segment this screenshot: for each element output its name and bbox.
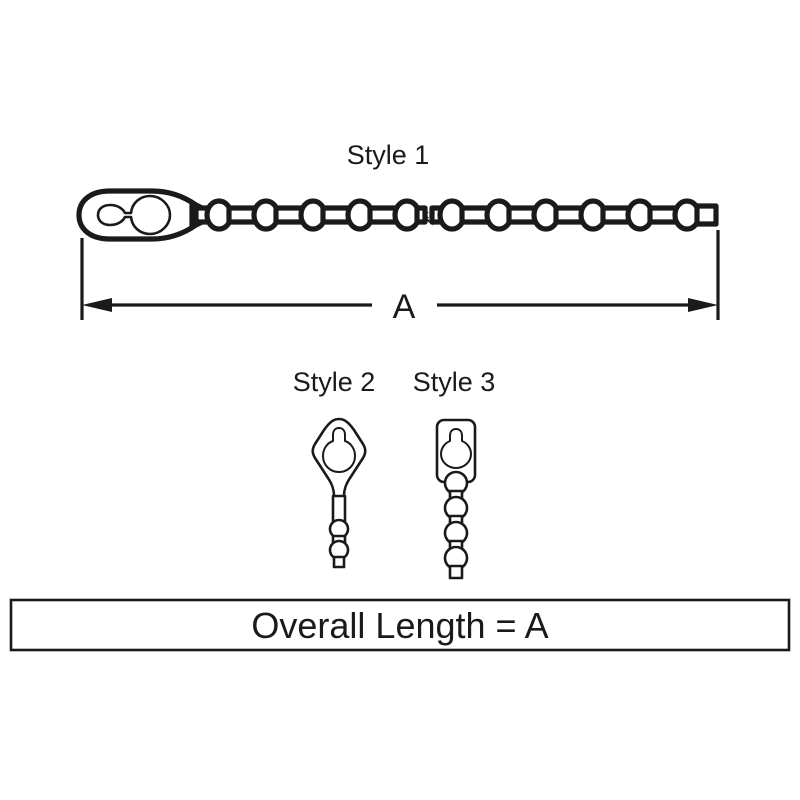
arrowhead-right-icon (688, 298, 718, 312)
overall-length-note-box: Overall Length = A (9, 598, 791, 652)
chain-bar (506, 205, 538, 225)
style3-assembly (435, 418, 477, 580)
chain-bar (553, 205, 585, 225)
chain-end-bar (694, 203, 719, 227)
style2-stem (331, 494, 347, 524)
style1-chain-left (193, 198, 428, 232)
style1-chain-right (429, 198, 719, 232)
chain-bar (320, 205, 352, 225)
chain-break-symbol (418, 205, 434, 226)
chain-bar (367, 205, 399, 225)
style3-end-bar (448, 564, 464, 580)
style1-keyhole-slot (96, 194, 172, 236)
chain-bar (600, 205, 632, 225)
style1-label: Style 1 (347, 140, 430, 170)
chain-bar (647, 205, 679, 225)
arrowhead-left-icon (82, 298, 112, 312)
style3-keyhole-slot (440, 428, 472, 469)
chain-bar (226, 205, 258, 225)
chain-bar (459, 205, 491, 225)
note-box-border (9, 598, 791, 652)
style2-end-bar (332, 555, 346, 569)
style3-label: Style 3 (413, 367, 496, 397)
style2-assembly (311, 417, 367, 569)
style2-label: Style 2 (293, 367, 376, 397)
chain-bar (273, 205, 305, 225)
style2-keyhole-slot (322, 427, 356, 473)
dimension-label-a: A (393, 288, 416, 326)
style1-assembly (76, 188, 719, 242)
note-text: Overall Length = A (251, 605, 548, 646)
dimension-a: A (80, 230, 720, 326)
